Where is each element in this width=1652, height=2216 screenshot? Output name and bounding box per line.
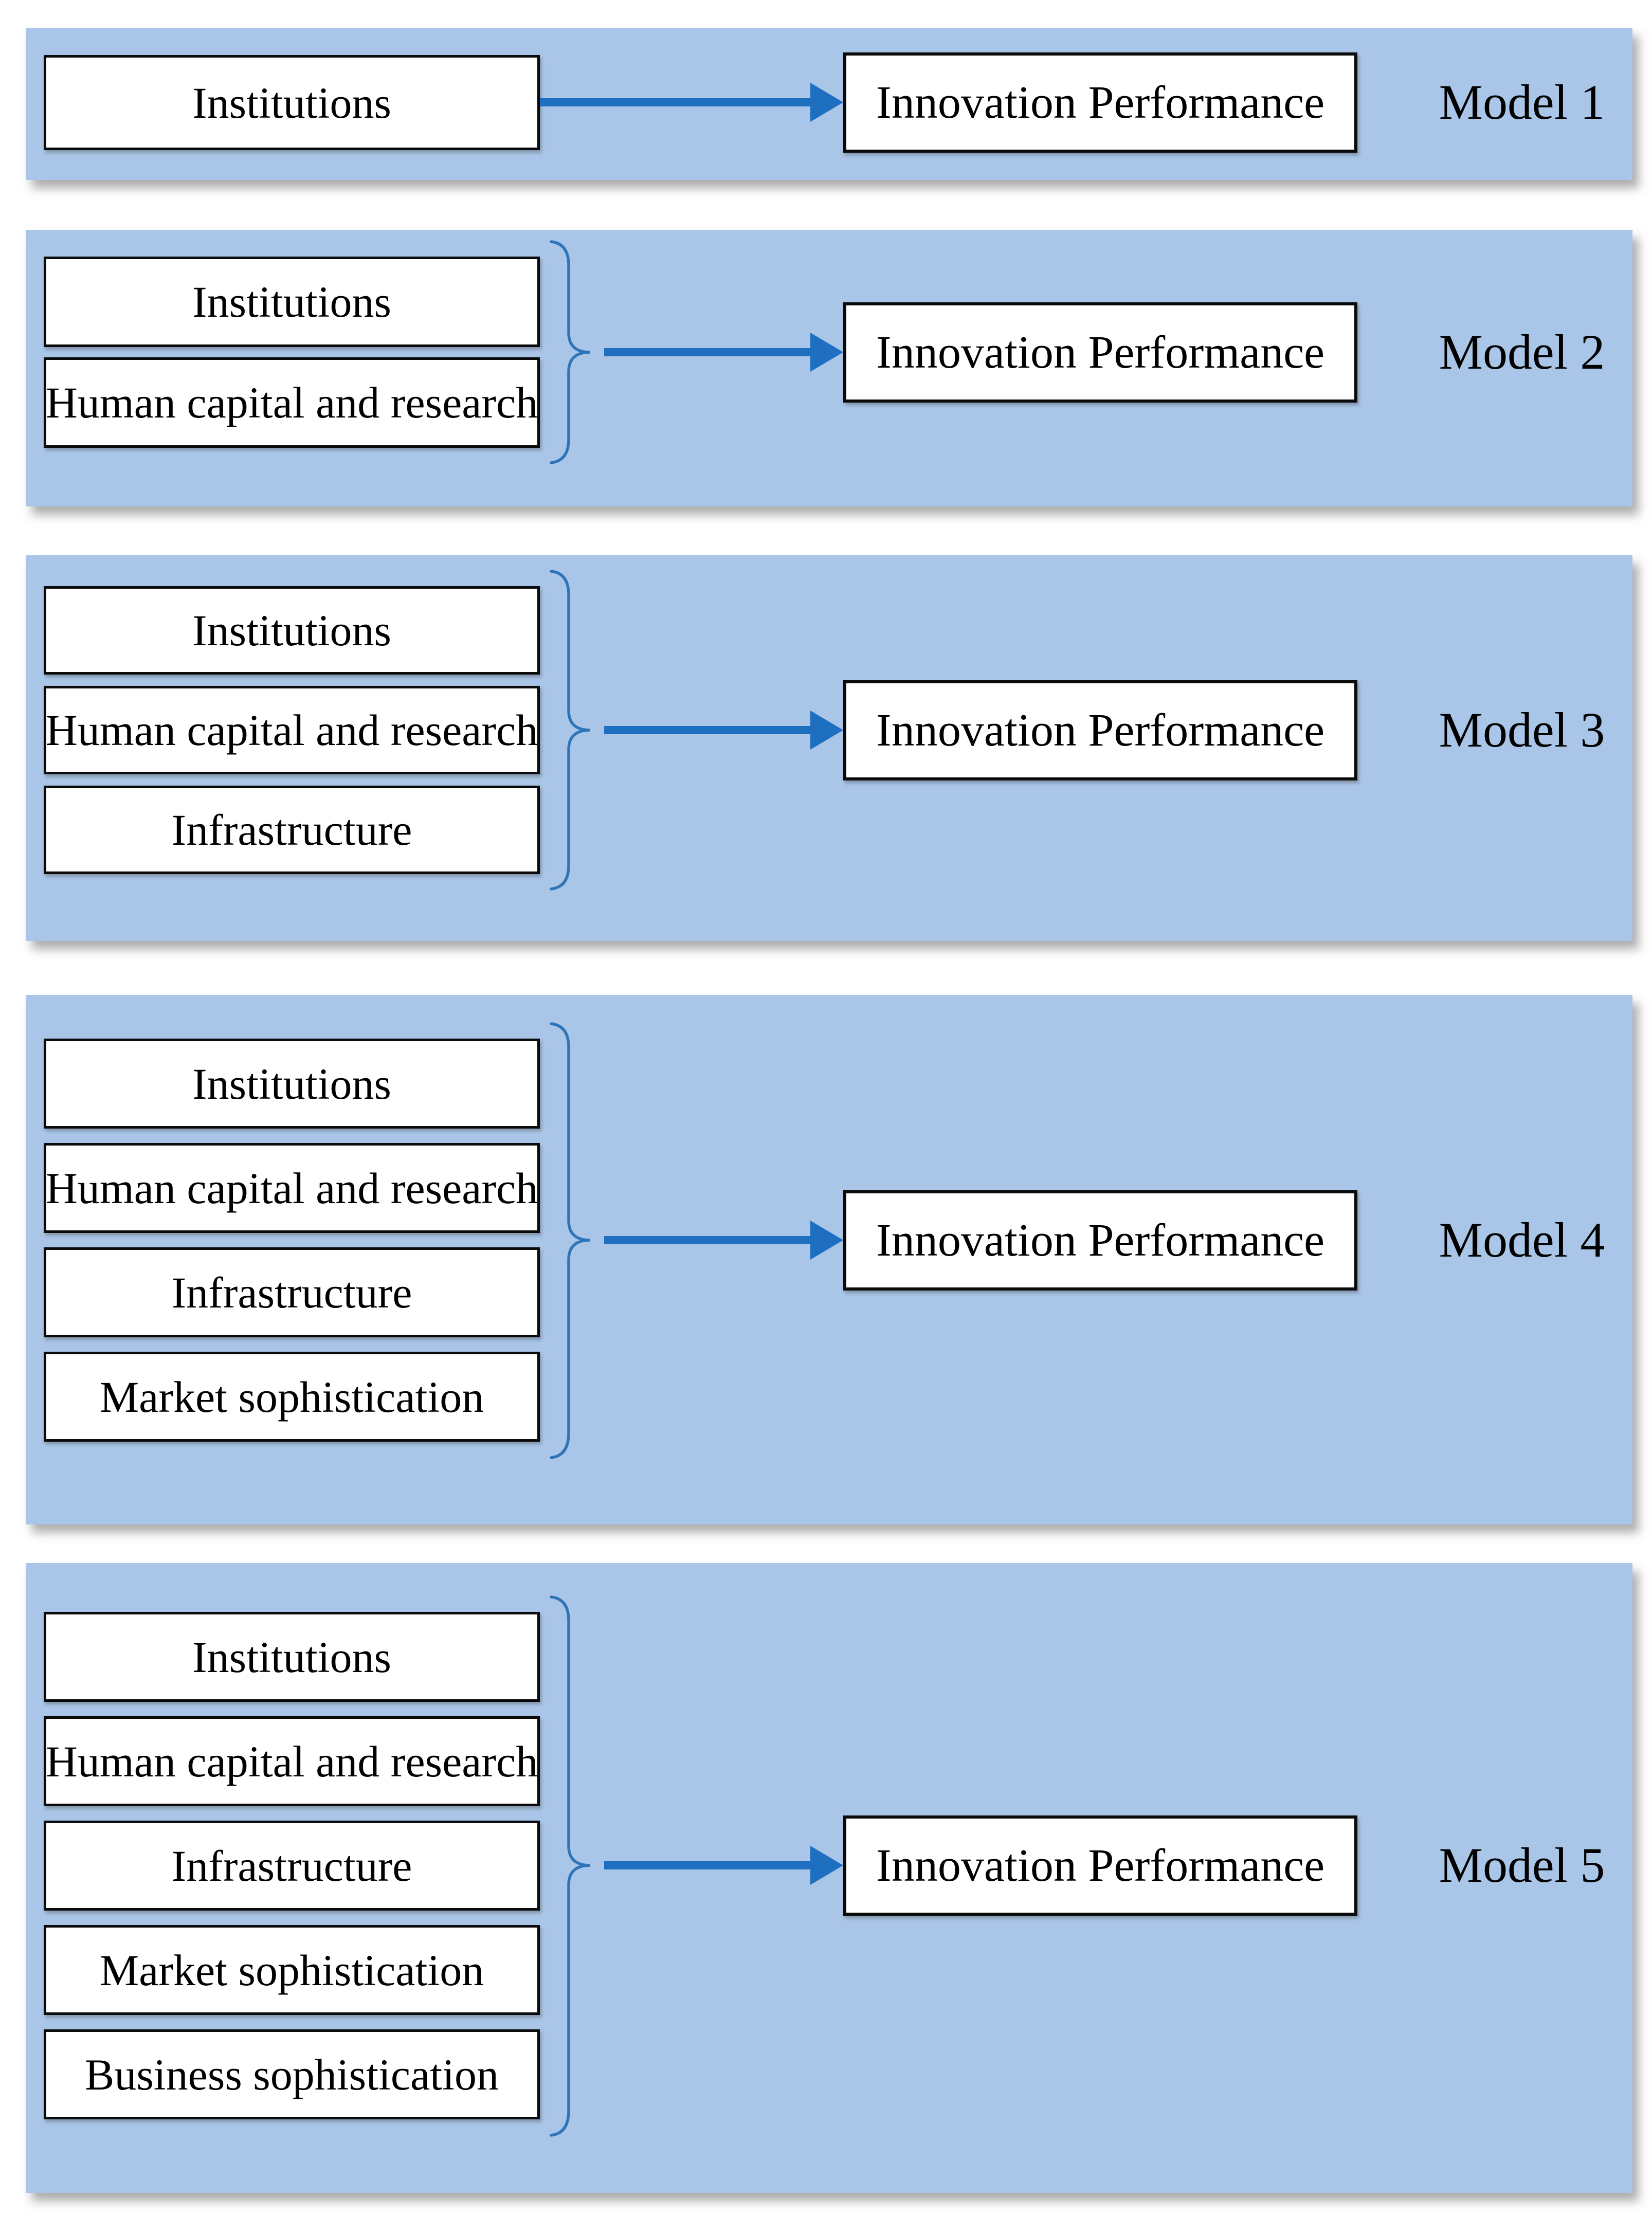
arrow-icon [604, 333, 843, 372]
predictor-label: Human capital and research [45, 705, 538, 755]
outcome-box: Innovation Performance [843, 1815, 1357, 1916]
model-4-panel: Institutions Human capital and research … [26, 995, 1632, 1524]
model-label: Model 3 [1439, 702, 1605, 757]
predictor-stack: Institutions [44, 55, 540, 150]
predictor-label: Market sophistication [99, 1372, 484, 1422]
predictor-stack: Institutions Human capital and research … [44, 1612, 540, 2119]
predictor-label: Human capital and research [45, 378, 538, 427]
arrow-icon [540, 83, 843, 122]
predictor-label: Human capital and research [45, 1163, 538, 1213]
model-label: Model 1 [1439, 75, 1605, 130]
predictor-box: Institutions [44, 586, 540, 675]
predictor-box: Infrastructure [44, 1247, 540, 1337]
outcome-label: Innovation Performance [876, 1840, 1325, 1891]
brace-icon [550, 1595, 591, 2137]
predictor-label: Institutions [192, 606, 392, 655]
predictor-box: Institutions [44, 1039, 540, 1129]
brace-icon [550, 240, 591, 464]
predictor-box: Institutions [44, 1612, 540, 1702]
arrow-icon [604, 1846, 843, 1885]
model-label: Model 4 [1439, 1212, 1605, 1267]
predictor-label: Human capital and research [45, 1736, 538, 1786]
predictor-label: Market sophistication [99, 1945, 484, 1995]
predictor-label: Institutions [192, 1632, 392, 1682]
predictor-stack: Institutions Human capital and research … [44, 586, 540, 874]
predictor-label: Business sophistication [84, 2049, 499, 2099]
predictor-label: Institutions [192, 277, 392, 326]
model-2-panel: Institutions Human capital and research … [26, 230, 1632, 506]
predictor-box: Human capital and research [44, 357, 540, 448]
predictor-box: Business sophistication [44, 2029, 540, 2119]
predictor-box: Human capital and research [44, 1143, 540, 1233]
model-label: Model 5 [1439, 1838, 1605, 1893]
predictor-label: Institutions [192, 1059, 392, 1109]
outcome-box: Innovation Performance [843, 680, 1357, 780]
predictor-label: Institutions [192, 78, 392, 128]
predictor-box: Institutions [44, 257, 540, 347]
predictor-box: Institutions [44, 55, 540, 150]
outcome-label: Innovation Performance [876, 326, 1325, 378]
outcome-box: Innovation Performance [843, 1190, 1357, 1291]
predictor-box: Infrastructure [44, 1821, 540, 1911]
brace-icon [550, 570, 591, 891]
predictor-stack: Institutions Human capital and research [44, 257, 540, 448]
model-1-panel: Institutions Innovation Performance Mode… [26, 28, 1632, 180]
outcome-label: Innovation Performance [876, 77, 1325, 128]
outcome-label: Innovation Performance [876, 704, 1325, 756]
predictor-box: Human capital and research [44, 686, 540, 774]
model-5-panel: Institutions Human capital and research … [26, 1563, 1632, 2193]
predictor-label: Infrastructure [171, 805, 412, 855]
arrow-icon [604, 1221, 843, 1260]
predictor-stack: Institutions Human capital and research … [44, 1039, 540, 1442]
predictor-box: Market sophistication [44, 1352, 540, 1442]
predictor-box: Market sophistication [44, 1925, 540, 2015]
outcome-label: Innovation Performance [876, 1214, 1325, 1266]
predictor-label: Infrastructure [171, 1267, 412, 1317]
model-3-panel: Institutions Human capital and research … [26, 555, 1632, 941]
model-label: Model 2 [1439, 324, 1605, 379]
outcome-box: Innovation Performance [843, 52, 1357, 153]
brace-icon [550, 1022, 591, 1459]
predictor-box: Human capital and research [44, 1716, 540, 1806]
predictor-label: Infrastructure [171, 1841, 412, 1891]
predictor-box: Infrastructure [44, 786, 540, 874]
arrow-icon [604, 711, 843, 750]
outcome-box: Innovation Performance [843, 302, 1357, 403]
